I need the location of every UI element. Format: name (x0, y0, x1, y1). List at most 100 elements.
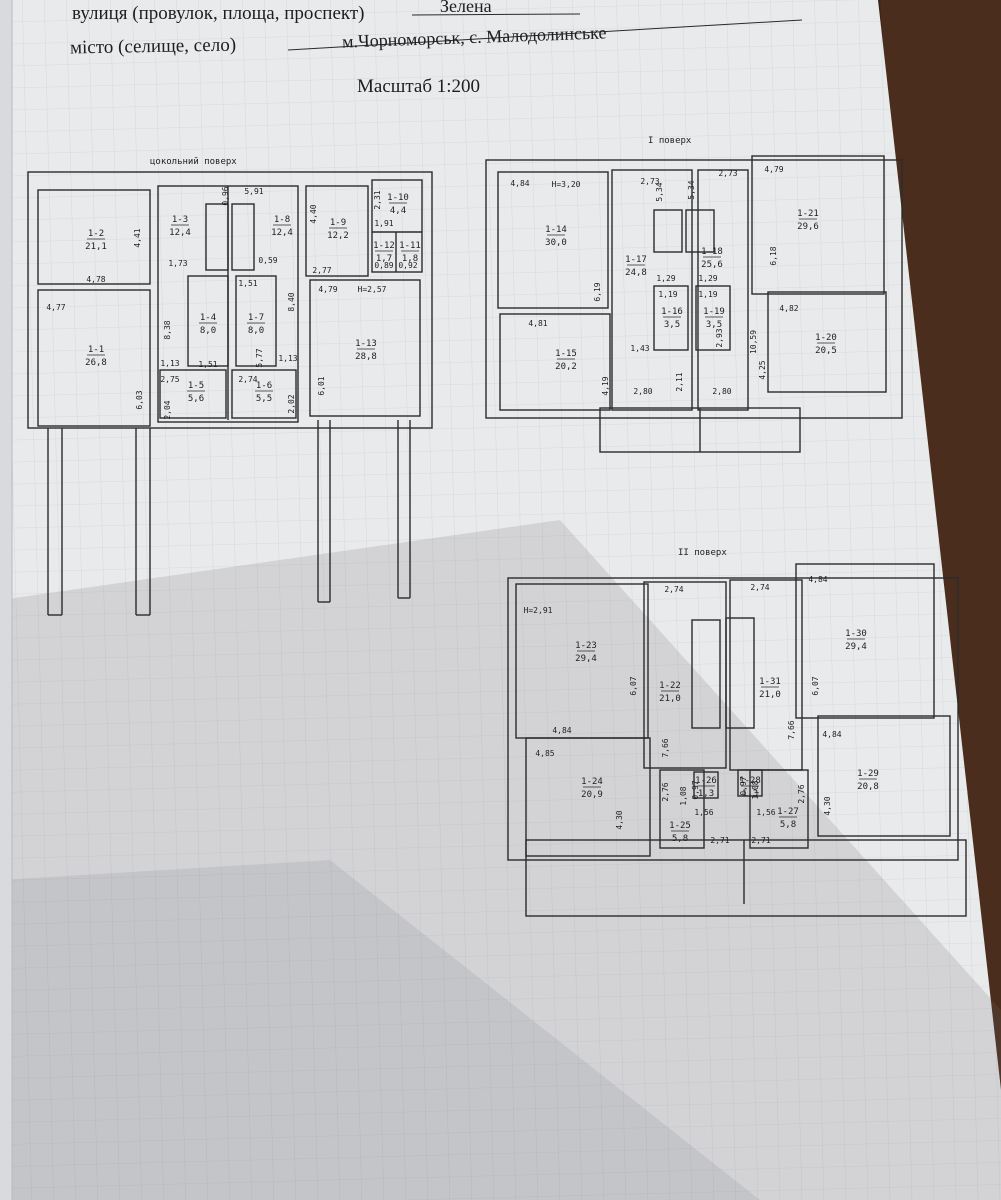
dimension-label: 4,84 (808, 575, 827, 584)
second-floor-title: II поверх (678, 548, 727, 558)
dimension-label: 1,19 (658, 290, 677, 299)
room-id: 1-21 (797, 209, 819, 219)
dimension-label: 1,56 (756, 808, 775, 817)
basement-plan (27, 171, 433, 616)
basement-labels: 1-221,11-126,81-312,41-812,41-48,01-78,0… (46, 186, 420, 419)
dimension-label: 1,29 (698, 274, 717, 283)
room-area: 3,5 (664, 320, 680, 330)
dimension-label: 2,02 (287, 394, 296, 413)
room-area: 25,6 (701, 260, 723, 270)
room-area: 3,5 (706, 320, 722, 330)
dimension-label: 5,34 (655, 182, 664, 201)
dimension-label: 1,43 (630, 344, 649, 353)
dimension-label: 2,74 (664, 585, 683, 594)
room-area: 5,6 (188, 394, 204, 404)
room-id: 1-16 (661, 307, 683, 317)
dimension-label: 8,40 (287, 292, 296, 311)
room-area: 1,3 (742, 789, 758, 799)
room-area: 21,1 (85, 242, 107, 252)
room-id: 1-1 (88, 345, 104, 355)
room-area: 12,4 (169, 228, 191, 238)
room-label: 1-48,0 (199, 313, 217, 336)
room-label: 1-912,2 (327, 218, 349, 241)
room-area: 20,9 (581, 790, 603, 800)
room-id: 1-15 (555, 349, 577, 359)
room-area: 5,8 (672, 834, 688, 844)
dimension-label: 7,66 (787, 720, 796, 739)
room-id: 1-9 (330, 218, 346, 228)
room-id: 1-4 (200, 313, 216, 323)
dimension-label: 7,66 (661, 738, 670, 757)
dimension-label: 4,81 (528, 319, 547, 328)
dimension-label: 6,07 (811, 676, 820, 695)
room-area: 12,4 (271, 228, 293, 238)
dimension-label: 4,77 (46, 303, 65, 312)
room-area: 8,0 (200, 326, 216, 336)
dimension-label: 1,19 (698, 290, 717, 299)
scale-label: Масштаб 1:200 (357, 76, 481, 97)
room-area: 20,8 (857, 782, 879, 792)
room-label: 1-111,8 (399, 241, 421, 264)
second-floor-plan (507, 563, 967, 917)
dimension-label: 0,97 (739, 776, 748, 795)
room-id: 1-23 (575, 641, 597, 651)
dimension-label: 4,30 (823, 796, 832, 815)
dimension-label: 6,01 (317, 376, 326, 395)
dimension-label: 0,92 (398, 261, 417, 270)
room-id: 1-19 (703, 307, 725, 317)
room-area: 5,5 (256, 394, 272, 404)
dimension-label: 4,84 (822, 730, 841, 739)
dimension-label: 6,07 (629, 676, 638, 695)
first-floor-labels: 1-1430,01-1520,21-1724,81-163,51-1825,61… (510, 165, 836, 396)
dimension-label: 5,91 (244, 187, 263, 196)
room-id: 1-3 (172, 215, 188, 225)
room-id: 1-30 (845, 629, 867, 639)
room-id: 1-25 (669, 821, 691, 831)
room-label: 1-275,8 (777, 807, 799, 830)
room-area: 29,4 (575, 654, 597, 664)
dimension-label: 4,84 (552, 726, 571, 735)
dimension-label: 8,38 (163, 320, 172, 339)
room-label: 1-65,5 (255, 381, 273, 404)
room-id: 1-26 (695, 776, 717, 786)
dimension-label: 2,75 (160, 375, 179, 384)
basement-title: цокольний поверх (150, 157, 237, 167)
dimension-label: 1,73 (168, 259, 187, 268)
room-area: 21,0 (659, 694, 681, 704)
dimension-label: 0,97 (691, 780, 700, 799)
room-id: 1-20 (815, 333, 837, 343)
room-label: 1-78,0 (247, 313, 265, 336)
dimension-label: 2,80 (712, 387, 731, 396)
dimension-label: 1,51 (238, 279, 257, 288)
room-label: 1-3 12,4 (169, 215, 191, 238)
dimension-label: 1,29 (656, 274, 675, 283)
dimension-label: 2,73 (640, 177, 659, 186)
dimension-label: 2,73 (718, 169, 737, 178)
dimension-label: 0,96 (221, 186, 230, 205)
room-label: 1-812,4 (271, 215, 293, 238)
room-area: 1,3 (698, 789, 714, 799)
dimension-label: 5,34 (687, 180, 696, 199)
dimension-label: 4,40 (309, 204, 318, 223)
room-id: 1-17 (625, 255, 647, 265)
room-label: 1-221,1 (85, 229, 107, 252)
dimension-label: 2,93 (715, 328, 724, 347)
second-floor-labels: 1-2329,41-2420,91-2221,01-255,81-261,31-… (524, 575, 879, 845)
room-label: 1-23 29,4 (575, 641, 597, 664)
dimension-label: 6,19 (593, 282, 602, 301)
dimension-label: 2,31 (373, 190, 382, 209)
first-floor-title: I поверх (648, 136, 692, 146)
room-label: 1-26 1,3 (695, 776, 717, 799)
dimension-label: 2,11 (675, 372, 684, 391)
dimension-label: 1,56 (694, 808, 713, 817)
dimension-label: 1,51 (198, 360, 217, 369)
dimension-label: 4,41 (133, 228, 142, 247)
dimension-label: 4,25 (758, 360, 767, 379)
